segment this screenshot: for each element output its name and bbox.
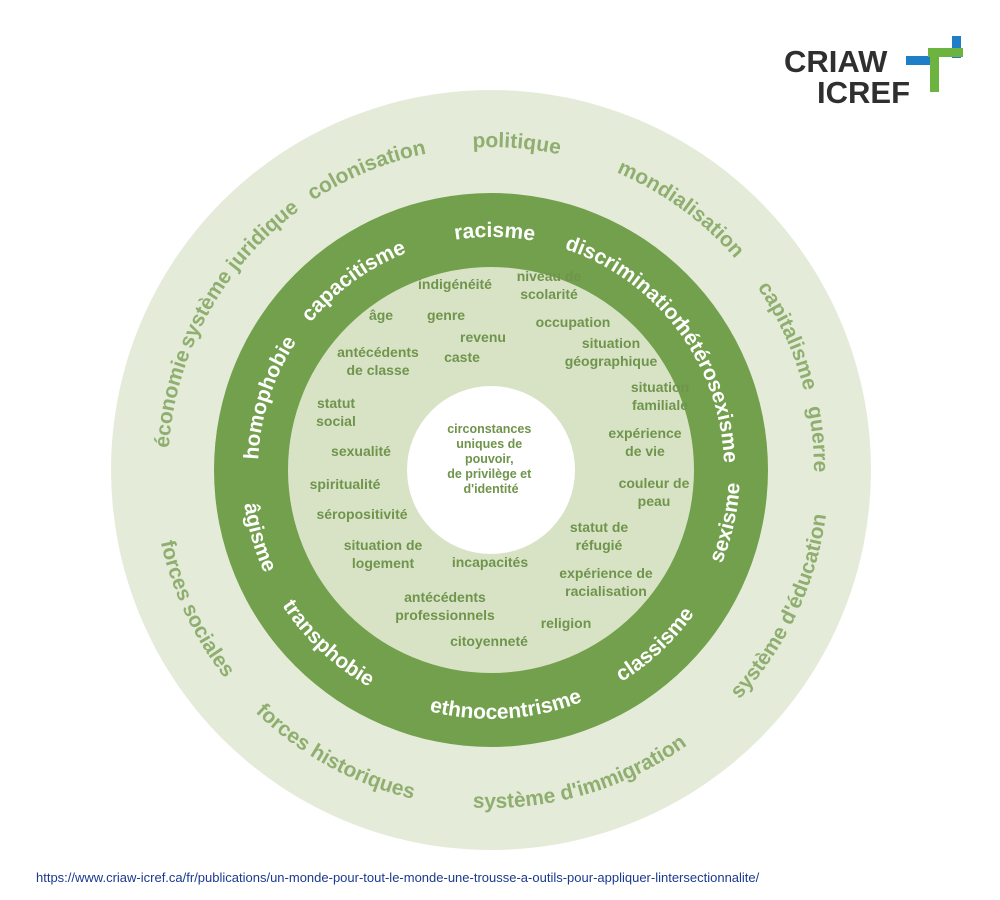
identity-age: âge	[369, 307, 393, 323]
center-circle	[407, 386, 575, 554]
identity-sexualite: sexualité	[331, 443, 391, 459]
logo-green-bar-vertical	[930, 48, 939, 92]
criaw-icref-logo: CRIAW ICREF	[784, 36, 963, 110]
logo-green-bar-horizontal	[928, 48, 963, 57]
identity-seropositivite: séropositivité	[316, 506, 407, 522]
identity-incapacites: incapacités	[452, 554, 528, 570]
identity-revenu: revenu	[460, 329, 506, 345]
logo-blue-bar-vertical	[952, 36, 961, 58]
identity-citoyennete: citoyenneté	[450, 633, 528, 649]
identity-spiritualite: spiritualité	[310, 476, 381, 492]
identity-indigeneite: indigénéité	[418, 276, 492, 292]
source-url-link[interactable]: https://www.criaw-icref.ca/fr/publicatio…	[36, 870, 760, 885]
logo-blue-bar	[906, 56, 934, 65]
middle-label-racisme: racisme	[453, 219, 537, 246]
identity-genre: genre	[427, 307, 465, 323]
identity-caste: caste	[444, 349, 480, 365]
identity-occupation: occupation	[536, 314, 611, 330]
identity-religion: religion	[541, 615, 592, 631]
logo-text-icref: ICREF	[817, 75, 910, 110]
logo-text-criaw: CRIAW	[784, 44, 888, 79]
center-text: circonstances uniques de pouvoir, de pri…	[447, 422, 535, 496]
